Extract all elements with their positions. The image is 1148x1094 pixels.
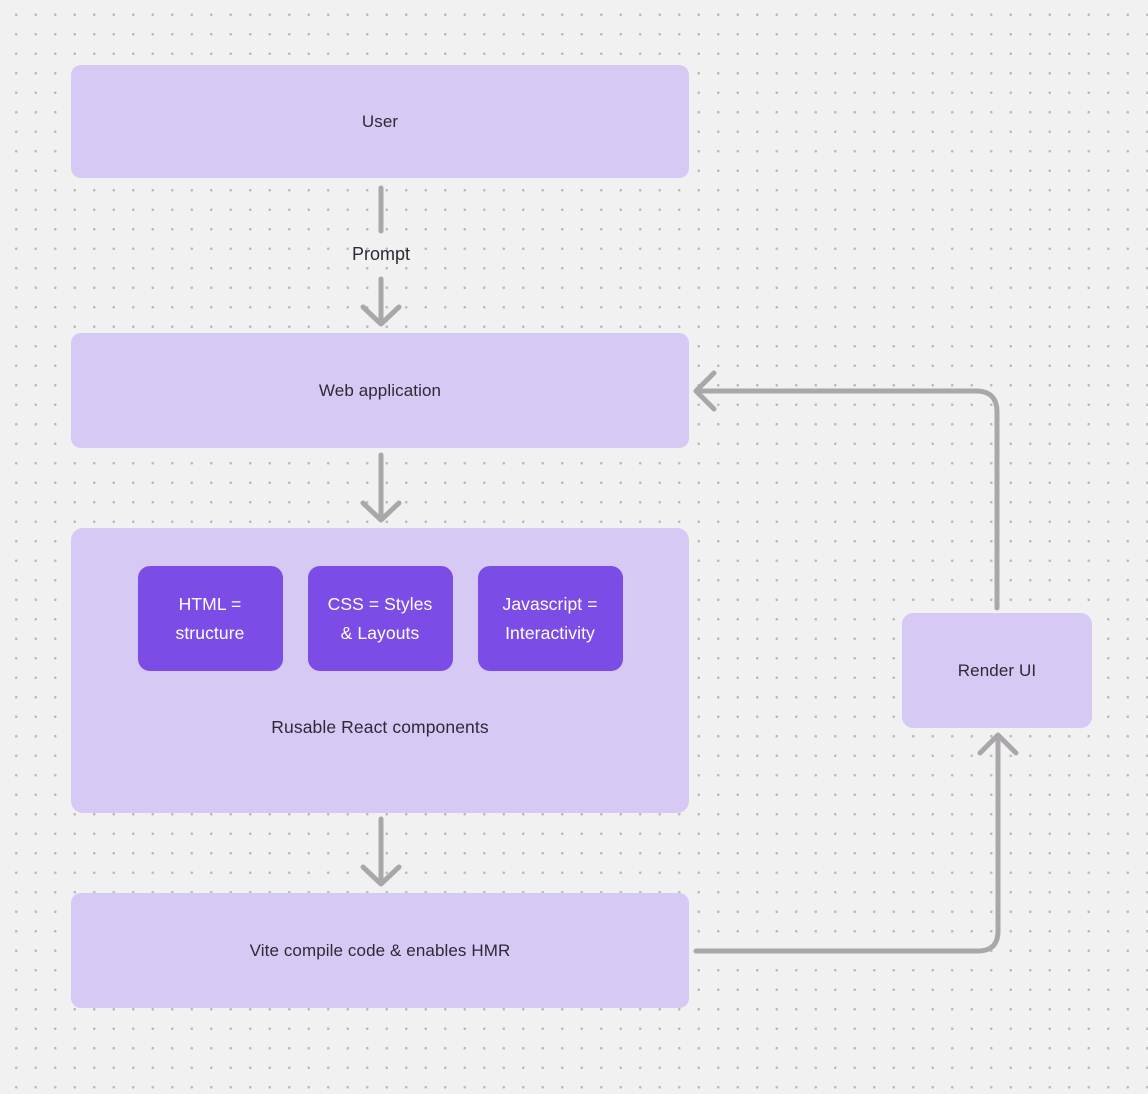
components-group-caption: Rusable React components — [271, 717, 489, 737]
node-web-application[interactable]: Web application — [71, 333, 689, 448]
edge-renderui-to-webapp-arrowhead-icon — [693, 370, 717, 412]
edge-prompt-to-webapp-arrowhead-icon — [360, 304, 402, 327]
edge-renderui-to-webapp-line — [697, 388, 1000, 611]
node-render-ui-label: Render UI — [957, 660, 1037, 680]
node-css[interactable]: CSS = Styles & Layouts — [307, 566, 453, 671]
node-user-label: User — [361, 111, 399, 131]
node-vite-label: Vite compile code & enables HMR — [249, 940, 511, 960]
edge-components-to-vite-arrowhead-icon — [360, 864, 402, 887]
edge-label-prompt: Prompt — [351, 244, 411, 264]
edge-webapp-to-components-arrowhead-icon — [360, 500, 402, 523]
node-javascript[interactable]: Javascript = Interactivity — [477, 566, 623, 671]
node-vite[interactable]: Vite compile code & enables HMR — [71, 893, 689, 1008]
components-row: HTML = structure CSS = Styles & Layouts … — [71, 566, 689, 671]
node-render-ui[interactable]: Render UI — [902, 613, 1092, 728]
node-user[interactable]: User — [71, 65, 689, 178]
edge-vite-to-renderui-line — [693, 738, 1001, 954]
node-components-group[interactable]: HTML = structure CSS = Styles & Layouts … — [71, 528, 689, 813]
node-web-application-label: Web application — [318, 380, 442, 400]
node-html[interactable]: HTML = structure — [137, 566, 283, 671]
edge-vite-to-renderui-arrowhead-icon — [977, 732, 1019, 756]
